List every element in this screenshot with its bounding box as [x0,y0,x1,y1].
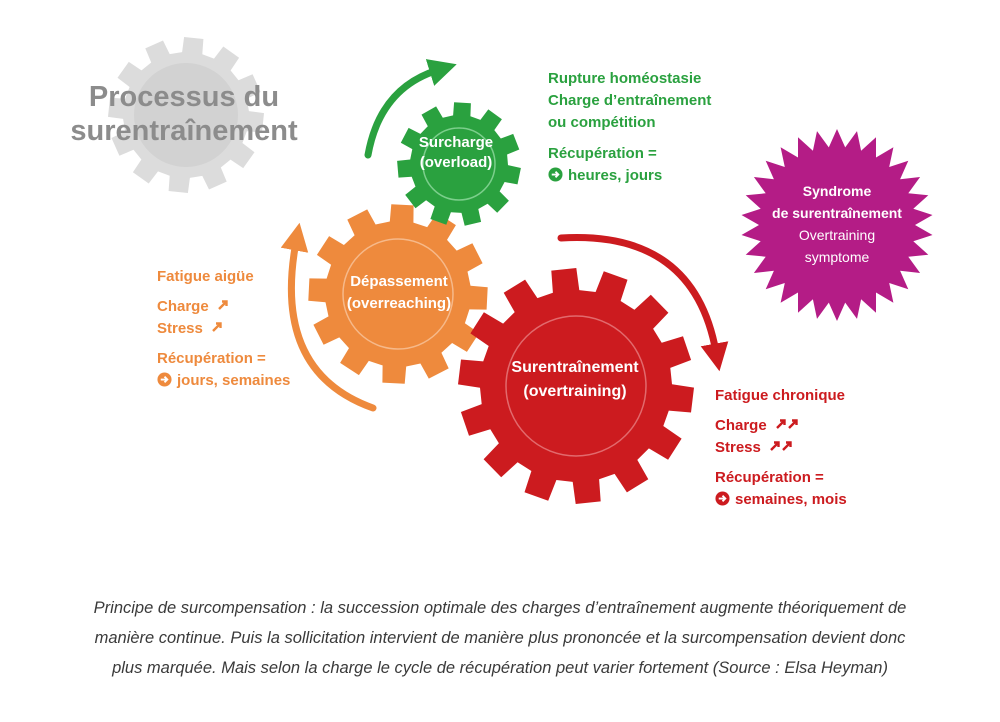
double-arrow-up-right-icon [770,441,792,451]
overreaching-gear-icon [308,204,488,384]
syndrome-line-3: Overtraining [798,227,876,243]
overreaching-fatigue: Fatigue aigüe [157,268,254,285]
caption-line-1: Principe de surcompensation : la success… [93,599,907,617]
overtraining-gear-icon [458,268,694,504]
overreaching-recovery-label: Récupération = [157,350,266,367]
overtraining-stress-row: Stress [715,437,847,459]
circle-arrow-right-icon [548,167,563,182]
overreaching-gear-label: Dépassement (overreaching) [347,271,451,315]
overload-recovery-label: Récupération = [548,145,657,162]
overload-gear-icon [397,102,521,226]
overload-note-line-2: Charge d’entraînement [548,92,712,109]
figure-caption: Principe de surcompensation : la success… [20,593,980,683]
overtraining-recovery-value: semaines, mois [735,491,847,508]
syndrome-starburst-icon [741,129,933,321]
overreaching-stress: Stress [157,320,203,337]
overload-recovery-row: heures, jours [548,165,711,187]
overload-label-line-2: (overload) [419,154,493,171]
overtraining-fatigue: Fatigue chronique [715,387,846,404]
overreaching-recovery-row: jours, semaines [157,370,290,392]
caption-line-2: manière continue. Puis la sollicitation … [94,629,906,647]
overtraining-recovery-label: Récupération = [715,469,824,486]
overreaching-notes: Fatigue aigüe Charge Stress Récupération… [157,266,290,392]
double-arrow-up-right-icon [776,419,798,429]
syndrome-label: Syndrome de surentraînement Overtraining… [772,180,902,268]
overreaching-label-line-1: Dépassement [350,273,448,290]
caption-line-3: plus marquée. Mais selon la charge le cy… [112,659,888,677]
overload-cycle-arrow [364,59,457,159]
overreaching-charge-row: Charge [157,296,290,318]
title-gear-icon [108,37,264,193]
syndrome-line-2: de surentraînement [772,205,902,221]
circle-arrow-right-icon [157,372,172,387]
title-line-2: surentraînement [70,115,298,147]
overtraining-notes: Fatigue chronique Charge Stress Récupéra… [715,385,847,511]
overload-label-line-1: Surcharge [418,134,494,151]
overtraining-stress: Stress [715,439,761,456]
overtraining-recovery-row: semaines, mois [715,489,847,511]
overtraining-charge-row: Charge [715,415,847,437]
overreaching-stress-row: Stress [157,318,290,340]
overload-recovery-value: heures, jours [568,167,663,184]
overtraining-charge: Charge [715,417,767,434]
overload-notes: Rupture homéostasie Charge d’entraînemen… [548,68,711,187]
syndrome-line-1: Syndrome [802,183,872,199]
overload-note-line-3: ou compétition [548,114,656,131]
overtraining-label-line-1: Surentraînement [511,359,639,376]
overload-note-line-1: Rupture homéostasie [548,70,702,87]
circle-arrow-right-icon [715,491,730,506]
overtraining-label-line-2: (overtraining) [523,383,627,400]
page-title: Processus du surentraînement [50,80,318,148]
overreaching-label-line-2: (overreaching) [346,295,452,312]
syndrome-line-4: symptome [804,249,870,265]
overreaching-recovery-value: jours, semaines [177,372,291,389]
overreaching-cycle-arrow [280,222,377,412]
overtraining-cycle-arrow [557,234,729,372]
arrow-up-right-icon [212,322,222,332]
title-line-1: Processus du [88,81,280,113]
overtraining-gear-label: Surentraînement (overtraining) [511,356,638,404]
overload-gear-label: Surcharge (overload) [419,133,493,173]
overreaching-charge: Charge [157,298,209,315]
arrow-up-right-icon [218,300,228,310]
